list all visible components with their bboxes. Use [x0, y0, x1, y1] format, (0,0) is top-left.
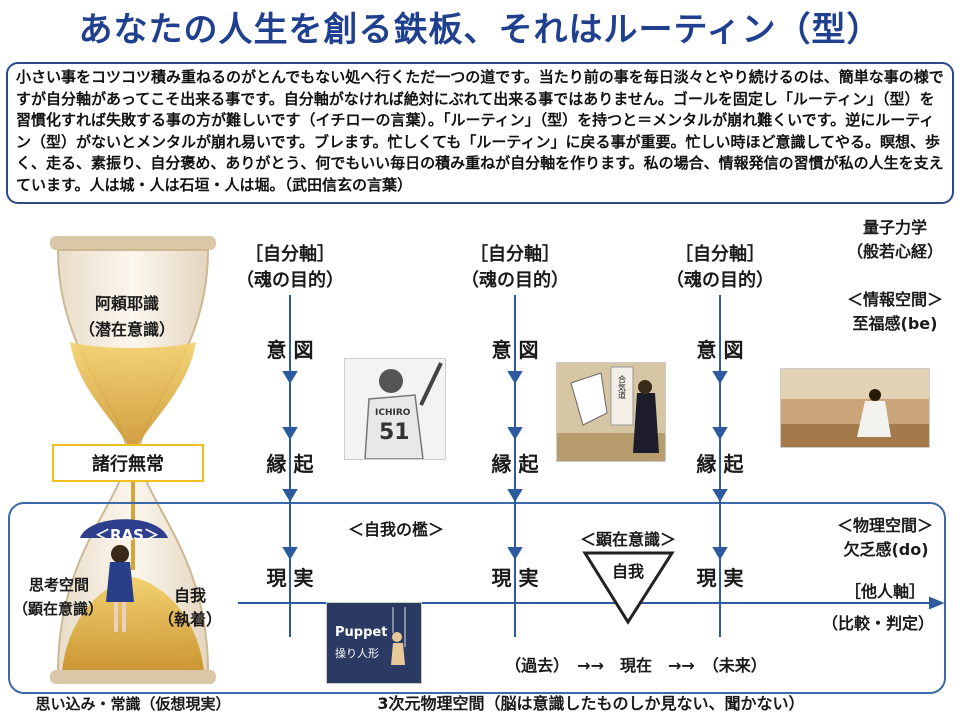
conscious-left-label: （顕在意識） [12, 600, 103, 618]
arayashiki-label: 阿頼耶識 [94, 294, 159, 313]
column-3-reality: 現 実 [696, 566, 744, 590]
meditation-photo [780, 368, 930, 448]
puppet-subtitle: 操り人形 [335, 647, 379, 660]
column-2-purpose: （魂の目的） [461, 270, 569, 291]
column-2-intent: 意 図 [491, 338, 539, 362]
compare-label: （比較・判定） [821, 614, 934, 633]
other-axis-label: ［他人軸］ [844, 582, 925, 601]
physical-space-frame [8, 502, 946, 694]
column-3-purpose: （魂の目的） [666, 270, 774, 291]
summary-box: 小さい事をコツコツ積み重ねるのがとんでもない処へ行くただ一つの道です。当たり前の… [6, 62, 954, 204]
aikido-photo: 合気道 [556, 362, 666, 462]
ego-cage-label: ＜自我の檻＞ [347, 520, 444, 539]
timeline-label: （過去） →→ 現在 →→ （未来） [505, 656, 767, 675]
lack-label: 欠乏感(do) [843, 540, 929, 559]
assumption-label: 思い込み・常識（仮想現実） [35, 695, 231, 713]
scroll-text: 合気道 [618, 374, 627, 400]
column-3-intent: 意 図 [696, 338, 744, 362]
jersey-number: 51 [379, 420, 410, 445]
column-1-reality: 現 実 [266, 566, 314, 590]
bottom-caption: 3次元物理空間（脳は意識したものしか見ない、聞かない） [377, 694, 805, 713]
bliss-label: 至福感(be) [852, 314, 938, 333]
ichiro-photo: ICHIRO 51 [344, 358, 446, 460]
column-2-axis: ［自分軸］ [470, 244, 560, 265]
shogyo-mujo-box: 諸行無常 [52, 444, 204, 482]
column-1-purpose: （魂の目的） [236, 270, 344, 291]
summary-text: 小さい事をコツコツ積み重ねるのがとんでもない処へ行くただ一つの道です。当たり前の… [16, 68, 944, 194]
info-space-label: ＜情報空間＞ [846, 290, 943, 309]
puppet-title: Puppet [335, 625, 388, 640]
column-1-axis: ［自分軸］ [245, 244, 335, 265]
puppet-photo: Puppet 操り人形 [326, 602, 422, 684]
thinking-space-label: 思考空間 [28, 576, 89, 594]
column-1-intent: 意 図 [266, 338, 314, 362]
column-2-reality: 現 実 [491, 566, 539, 590]
column-3-engi: 縁 起 [696, 452, 744, 476]
conscious-label: ＜顕在意識＞ [579, 530, 676, 549]
ego-left-label: 自我 [173, 586, 206, 605]
ego-triangle-label: 自我 [611, 562, 644, 581]
ras-label: ＜RAS＞ [95, 526, 159, 544]
quantum-label: 量子力学 [862, 218, 927, 237]
page-title: あなたの人生を創る鉄板、それはルーティン（型） [78, 10, 882, 50]
jersey-name: ICHIRO [375, 408, 411, 418]
physical-space-label: ＜物理空間＞ [836, 516, 933, 535]
attachment-label: （執着） [157, 610, 222, 629]
column-2-engi: 縁 起 [491, 452, 539, 476]
column-3-axis: ［自分軸］ [675, 244, 765, 265]
heart-sutra-label: （般若心経） [846, 242, 943, 261]
column-1-engi: 縁 起 [266, 452, 314, 476]
subconscious-label: （潜在意識） [78, 320, 175, 339]
